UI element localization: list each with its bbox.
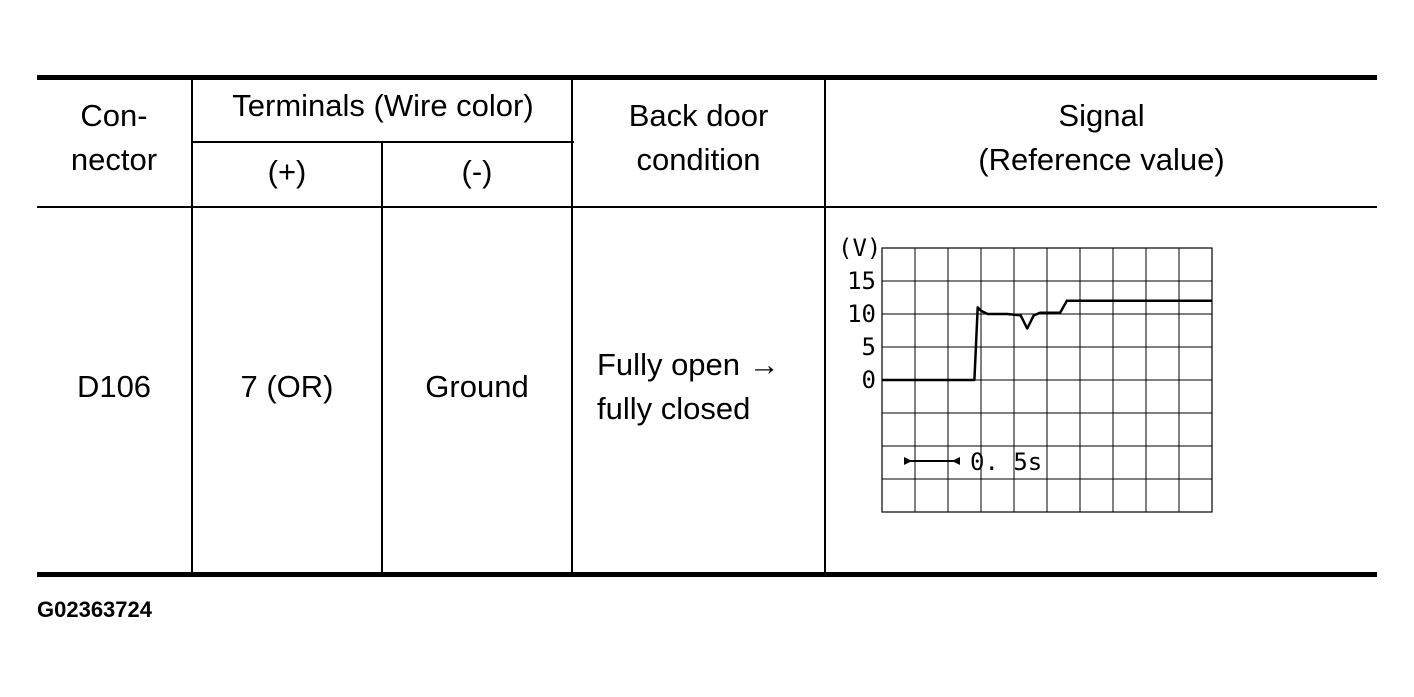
header-terminals: Terminals (Wire color) bbox=[232, 88, 534, 123]
waveform-trace bbox=[882, 299, 1212, 382]
header-connector-line2: nector bbox=[70, 142, 158, 177]
waveform-y-tick-label: 5 bbox=[862, 333, 876, 361]
time-scale-label: 0. 5s bbox=[970, 448, 1042, 476]
waveform-time-scale: 0. 5s bbox=[904, 448, 1042, 476]
waveform-y-tick-label: 15 bbox=[847, 267, 876, 295]
row-condition: Fully open → fully closed bbox=[597, 343, 822, 431]
row-condition-line1: Fully open → bbox=[597, 347, 780, 382]
signal-waveform: (V) 15 10 5 0 0. 5s bbox=[826, 208, 1377, 570]
header-plus: (+) bbox=[267, 154, 307, 189]
header-minus: (-) bbox=[461, 154, 493, 189]
column-divider-connector bbox=[191, 80, 193, 572]
header-separator bbox=[37, 206, 1377, 208]
header-connector: Con- nector bbox=[37, 94, 191, 182]
time-scale-arrow-right bbox=[952, 457, 960, 465]
column-divider-minus bbox=[571, 80, 573, 572]
figure-id: G02363724 bbox=[37, 597, 152, 622]
header-signal-line2: (Reference value) bbox=[978, 142, 1225, 177]
waveform-svg: (V) 15 10 5 0 0. 5s bbox=[838, 234, 1213, 513]
time-scale-arrow-left bbox=[904, 457, 912, 465]
row-condition-line2: fully closed bbox=[597, 391, 751, 426]
row-plus-terminal: 7 (OR) bbox=[240, 369, 334, 404]
row-minus-terminal: Ground bbox=[425, 369, 529, 404]
header-condition: Back door condition bbox=[573, 94, 824, 182]
header-signal-line1: Signal bbox=[1058, 98, 1145, 133]
header-condition-line1: Back door bbox=[628, 98, 769, 133]
waveform-y-tick-label: 0 bbox=[862, 366, 876, 394]
column-divider-condition bbox=[824, 80, 826, 572]
header-connector-line1: Con- bbox=[80, 98, 148, 133]
row-connector: D106 bbox=[76, 369, 152, 404]
header-signal: Signal (Reference value) bbox=[826, 94, 1377, 182]
waveform-y-ticks: 15 10 5 0 bbox=[847, 267, 876, 394]
terminals-subheader-separator bbox=[192, 141, 574, 143]
waveform-grid bbox=[881, 247, 1213, 513]
table-top-rule bbox=[37, 75, 1377, 80]
header-condition-line2: condition bbox=[636, 142, 761, 177]
table-bottom-rule bbox=[37, 572, 1377, 577]
column-divider-plus bbox=[381, 142, 383, 572]
waveform-y-tick-label: 10 bbox=[847, 300, 876, 328]
waveform-y-unit-label: (V) bbox=[838, 234, 881, 262]
